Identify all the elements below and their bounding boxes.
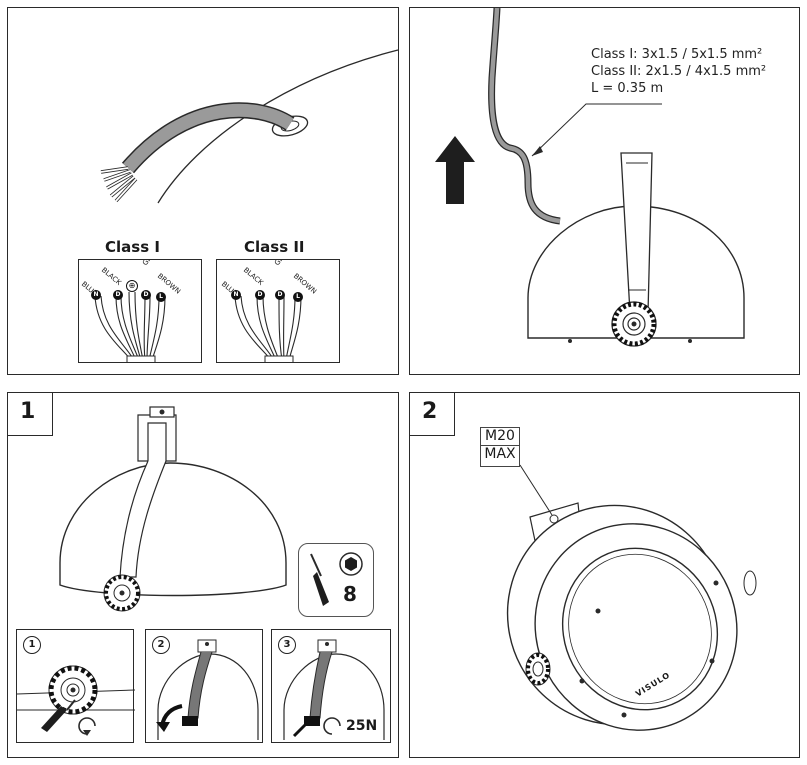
- gland-size-max: MAX: [484, 446, 516, 462]
- substep-1-number: 1: [23, 636, 41, 654]
- spec-class2: Class II: 2x1.5 / 4x1.5 mm²: [591, 64, 767, 79]
- class2-wiring-diagram: [234, 295, 302, 362]
- dome-body: [59, 462, 287, 597]
- panel-step-2: 2 M20 MAX VISULO: [409, 392, 800, 758]
- step-1-corner: [8, 393, 53, 436]
- substep-3-number: 3: [278, 636, 296, 654]
- mounting-bracket: [137, 414, 177, 462]
- cable-spec-drawing: [435, 8, 745, 347]
- tool-size: 8: [343, 582, 357, 606]
- panel-cable-preparation: Class I BLUE BLACK GREY BROWN N D ⊕ D L …: [7, 7, 399, 375]
- torque-value: 25N: [346, 718, 378, 734]
- class1-wiring-box: BLUE BLACK GREY BROWN N D ⊕ D L: [78, 259, 202, 363]
- step-1-drawing: [59, 406, 287, 612]
- spec-leader-line: [531, 103, 662, 157]
- rotate-ccw-icon: [78, 717, 96, 735]
- cable-up: [488, 8, 561, 225]
- gland-size-m20: M20: [481, 428, 519, 446]
- screwdriver-icon: [310, 552, 363, 606]
- tool-hint-box: 8: [298, 543, 374, 617]
- side-gland: [743, 570, 757, 596]
- panel-step-1: 1 8: [7, 392, 399, 758]
- cable-preparation-drawing: [100, 49, 399, 204]
- substep-1: 1: [16, 629, 135, 743]
- class1-marker-d1: D: [113, 290, 123, 300]
- panel-cable-spec: Class I: 3x1.5 / 5x1.5 mm² Class II: 2x1…: [409, 7, 800, 375]
- substep-3: 3 25N: [271, 629, 391, 743]
- step-1-number: 1: [20, 399, 36, 424]
- up-arrow-icon: [435, 136, 475, 204]
- step-2-number: 2: [422, 399, 438, 424]
- substep-1-drawing: [17, 665, 135, 736]
- step-2-corner: [410, 393, 455, 436]
- class1-marker-n: N: [91, 290, 101, 300]
- class1-marker-earth: ⊕: [126, 280, 138, 292]
- class2-marker-l: L: [293, 292, 303, 302]
- class2-marker-n: N: [231, 290, 241, 300]
- substep-2-drawing: [156, 639, 259, 740]
- substep-2-number: 2: [152, 636, 170, 654]
- class1-marker-l: L: [156, 292, 166, 302]
- class2-wiring-box: BLUE BLACK GREY BROWN N D D L: [216, 259, 340, 363]
- substep-2: 2: [145, 629, 263, 743]
- rotate-cw-icon: [323, 717, 341, 735]
- class2-marker-d1: D: [255, 290, 265, 300]
- gland-size-label: M20 MAX: [480, 427, 520, 467]
- class2-title: Class II: [244, 238, 305, 256]
- class1-marker-d2: D: [141, 290, 151, 300]
- fixture-lens: [561, 547, 719, 711]
- class2-marker-d2: D: [275, 290, 285, 300]
- spec-class1: Class I: 3x1.5 / 5x1.5 mm²: [591, 47, 763, 62]
- step-2-drawing: [506, 464, 757, 731]
- class1-title: Class I: [105, 238, 160, 256]
- leader-line: [519, 464, 553, 516]
- substep-3-drawing: [283, 639, 385, 740]
- class1-wiring-diagram: [94, 291, 166, 362]
- spec-length: L = 0.35 m: [591, 81, 664, 96]
